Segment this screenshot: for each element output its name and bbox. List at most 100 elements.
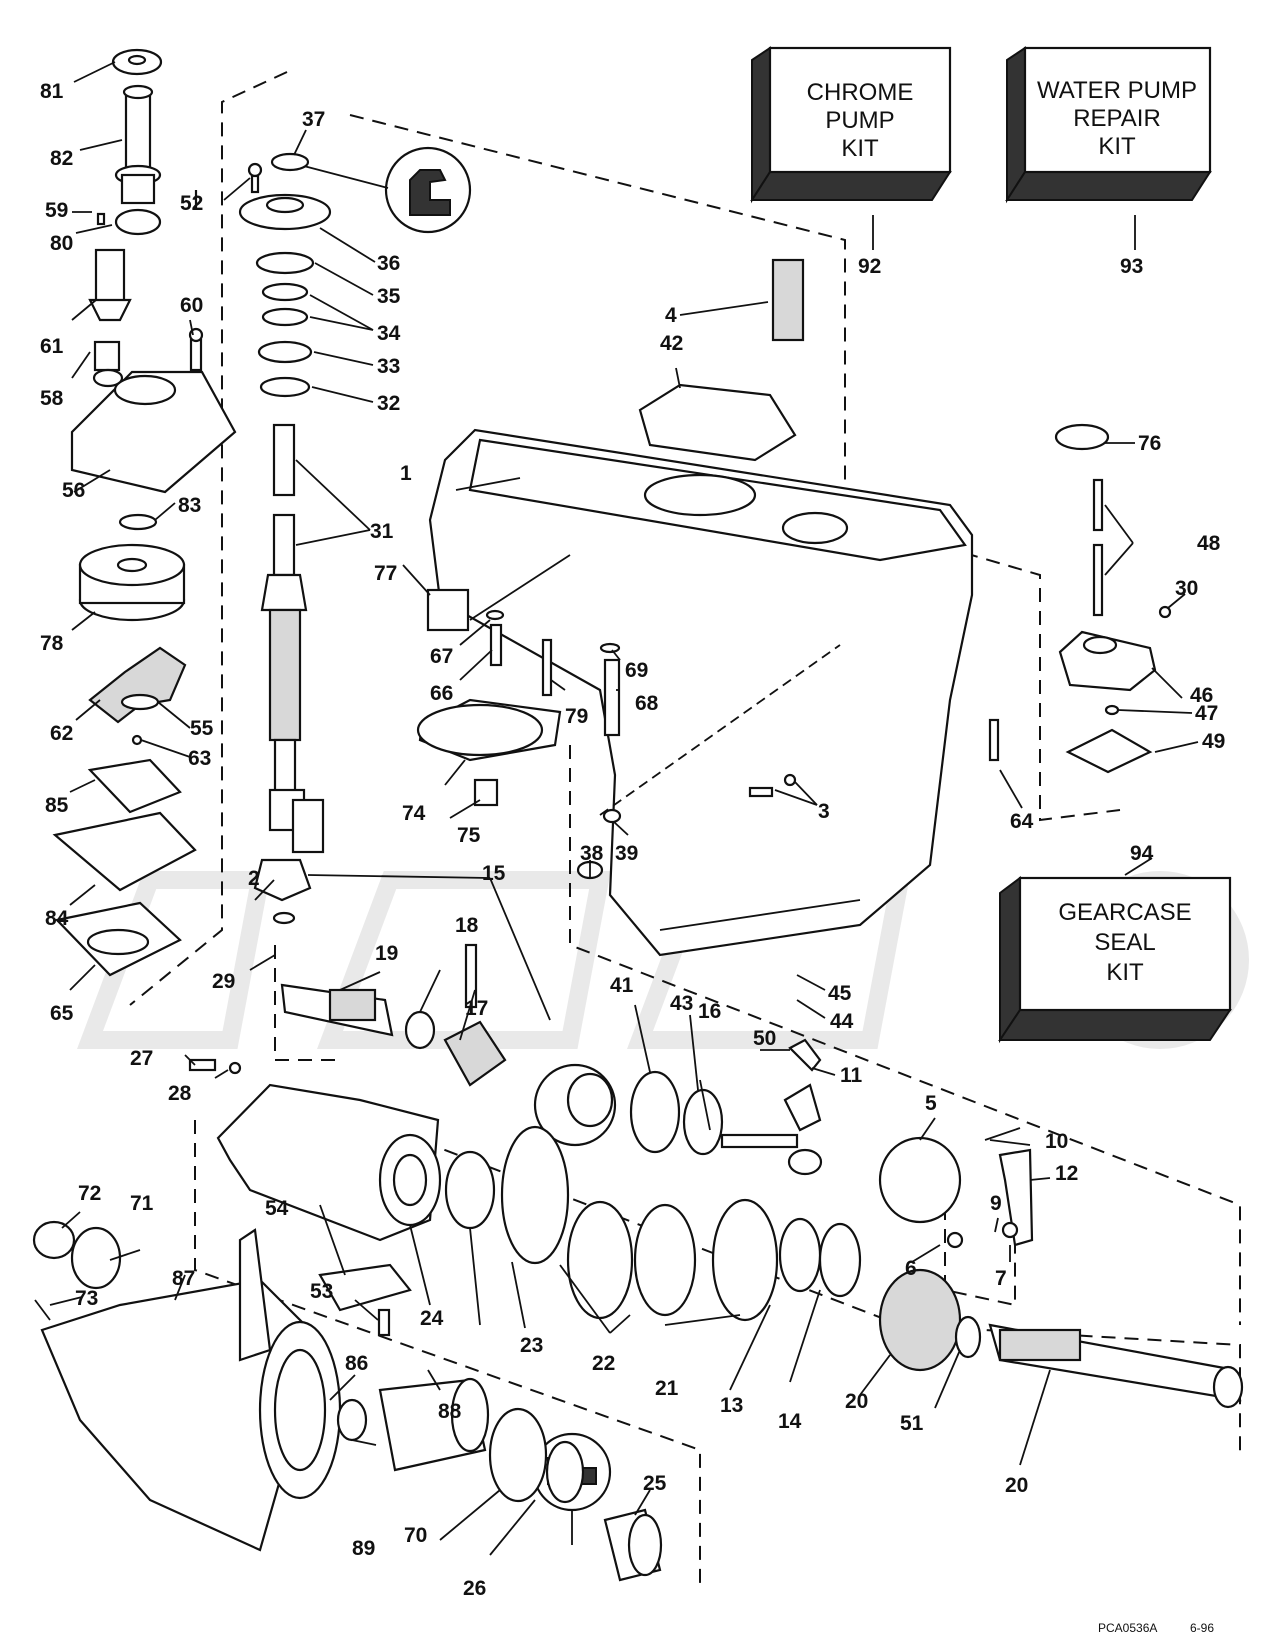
callout: 15 [482,862,506,885]
callout: 2 [248,867,260,890]
callout: 23 [520,1334,543,1357]
callout: 22 [592,1352,615,1375]
kit-label-line: REPAIR [1073,105,1161,132]
callout: 33 [377,355,400,378]
symbol-apply-sealant-icon [299,146,472,234]
callout: 14 [778,1410,802,1433]
callout: 56 [62,479,85,502]
callout: 55 [190,717,214,740]
callout: 7 [995,1267,1007,1290]
callout: 32 [377,392,400,415]
callout: 11 [840,1064,863,1087]
callout: 51 [900,1412,924,1435]
callout: 20 [845,1390,868,1413]
callout: 43 [670,992,693,1015]
kit-label-line: KIT [1098,133,1136,160]
callout: 19 [375,942,398,965]
callout: 5 [925,1092,937,1115]
kit-ref-seal: 94 [1130,842,1154,865]
callout: 84 [45,907,69,930]
callout: 4 [665,304,677,327]
callout: 81 [40,80,64,103]
callout: 54 [265,1197,289,1220]
callout: 83 [178,494,201,517]
callout: 88 [438,1400,462,1423]
callout: 87 [172,1267,195,1290]
driveshaft-parts [238,152,332,925]
callout: 45 [828,982,852,1005]
callout: 77 [374,562,397,585]
callout: 66 [430,682,453,705]
callout: 80 [50,232,73,255]
callout: 36 [377,252,400,275]
callout: 3 [818,800,830,823]
kit-label-line: PUMP [825,107,894,134]
kit-chrome-pump: CHROME PUMP KIT [750,46,952,204]
callout: 73 [75,1287,98,1310]
callout: 69 [625,659,648,682]
callout: 46 [1190,684,1213,707]
callout: 27 [130,1047,153,1070]
callout: 75 [457,824,481,847]
callout: 76 [1138,432,1161,455]
kit-gearcase-seal: GEARCASE SEAL KIT [998,876,1232,1044]
callout: 74 [402,802,426,825]
callout: 82 [50,147,73,170]
callout: 67 [430,645,453,668]
shift-parts [988,423,1172,774]
callout: 71 [130,1192,154,1215]
kit-label-line: CHROME [807,79,914,106]
callout: 24 [420,1307,444,1330]
kit-label-line: GEARCASE [1058,899,1191,926]
callout: 85 [45,794,69,817]
callout: 72 [78,1182,101,1205]
callout: 86 [345,1352,368,1375]
callout: 38 [580,842,604,865]
gearcase-housing [428,258,974,957]
callout: 53 [310,1280,333,1303]
callout: 60 [180,294,203,317]
callout: 13 [720,1394,743,1417]
callout: 25 [643,1472,667,1495]
callout: 1 [400,462,412,485]
callout: 21 [655,1377,679,1400]
callout: 41 [610,974,634,997]
callout: 50 [753,1027,776,1050]
callout: 52 [180,192,203,215]
kit-label-line: KIT [1106,959,1144,986]
kit-label-line: SEAL [1094,929,1155,956]
callout: 59 [45,199,68,222]
water-pump-parts [52,48,237,977]
callout: 65 [50,1002,74,1025]
callout: 63 [188,747,211,770]
callout: 89 [352,1537,375,1560]
callout: 35 [377,285,401,308]
callout: 49 [1202,730,1225,753]
callout: 44 [830,1010,854,1033]
callout: 17 [465,997,488,1020]
callout: 39 [615,842,638,865]
callout: 70 [404,1524,427,1547]
callout: 20 [1005,1474,1028,1497]
callout: 68 [635,692,659,715]
callout-numbers: 1 2 3 4 5 6 7 9 10 11 12 13 14 15 16 17 … [40,80,1225,1600]
callout: 31 [370,520,394,543]
callout: 18 [455,914,479,937]
callout: 48 [1197,532,1221,555]
kit-ref-chrome: 92 [858,255,881,278]
callout: 10 [1045,1130,1068,1153]
callout: 12 [1055,1162,1078,1185]
callout: 29 [212,970,235,993]
callout: 37 [302,108,325,131]
callout: 61 [40,335,64,358]
propeller-parts [32,1220,663,1582]
kit-label-line: KIT [841,135,879,162]
kit-references: 92 93 94 [858,255,1154,865]
middle-parts [291,554,841,880]
kit-label-line: WATER PUMP [1037,77,1197,104]
callout: 16 [698,1000,721,1023]
callout: 28 [168,1082,192,1105]
callout: 64 [1010,810,1034,833]
gear-train-parts [188,943,1244,1409]
